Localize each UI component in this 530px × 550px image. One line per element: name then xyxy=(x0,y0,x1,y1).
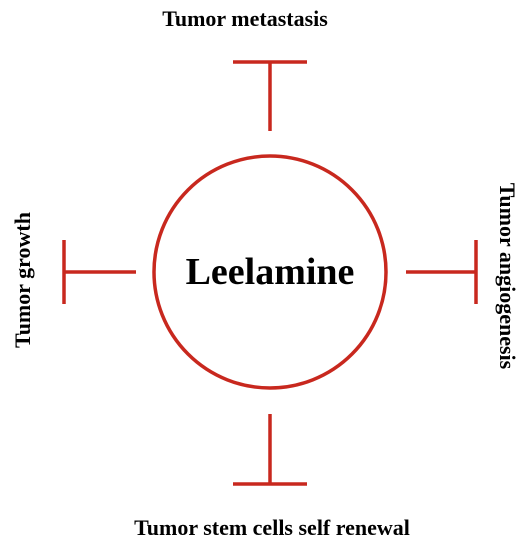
inhibition-arrow-bottom xyxy=(233,414,307,486)
right-label: Tumor angiogenesis xyxy=(495,183,520,370)
leelamine-node xyxy=(152,154,388,390)
inhibition-arrow-left xyxy=(62,240,136,304)
center-label: Leelamine xyxy=(186,251,355,293)
bottom-label: Tumor stem cells self renewal xyxy=(134,515,410,540)
top-label: Tumor metastasis xyxy=(162,6,328,31)
inhibition-arrow-top xyxy=(233,60,307,131)
inhibition-arrow-right xyxy=(406,240,478,304)
left-label: Tumor growth xyxy=(10,212,35,348)
